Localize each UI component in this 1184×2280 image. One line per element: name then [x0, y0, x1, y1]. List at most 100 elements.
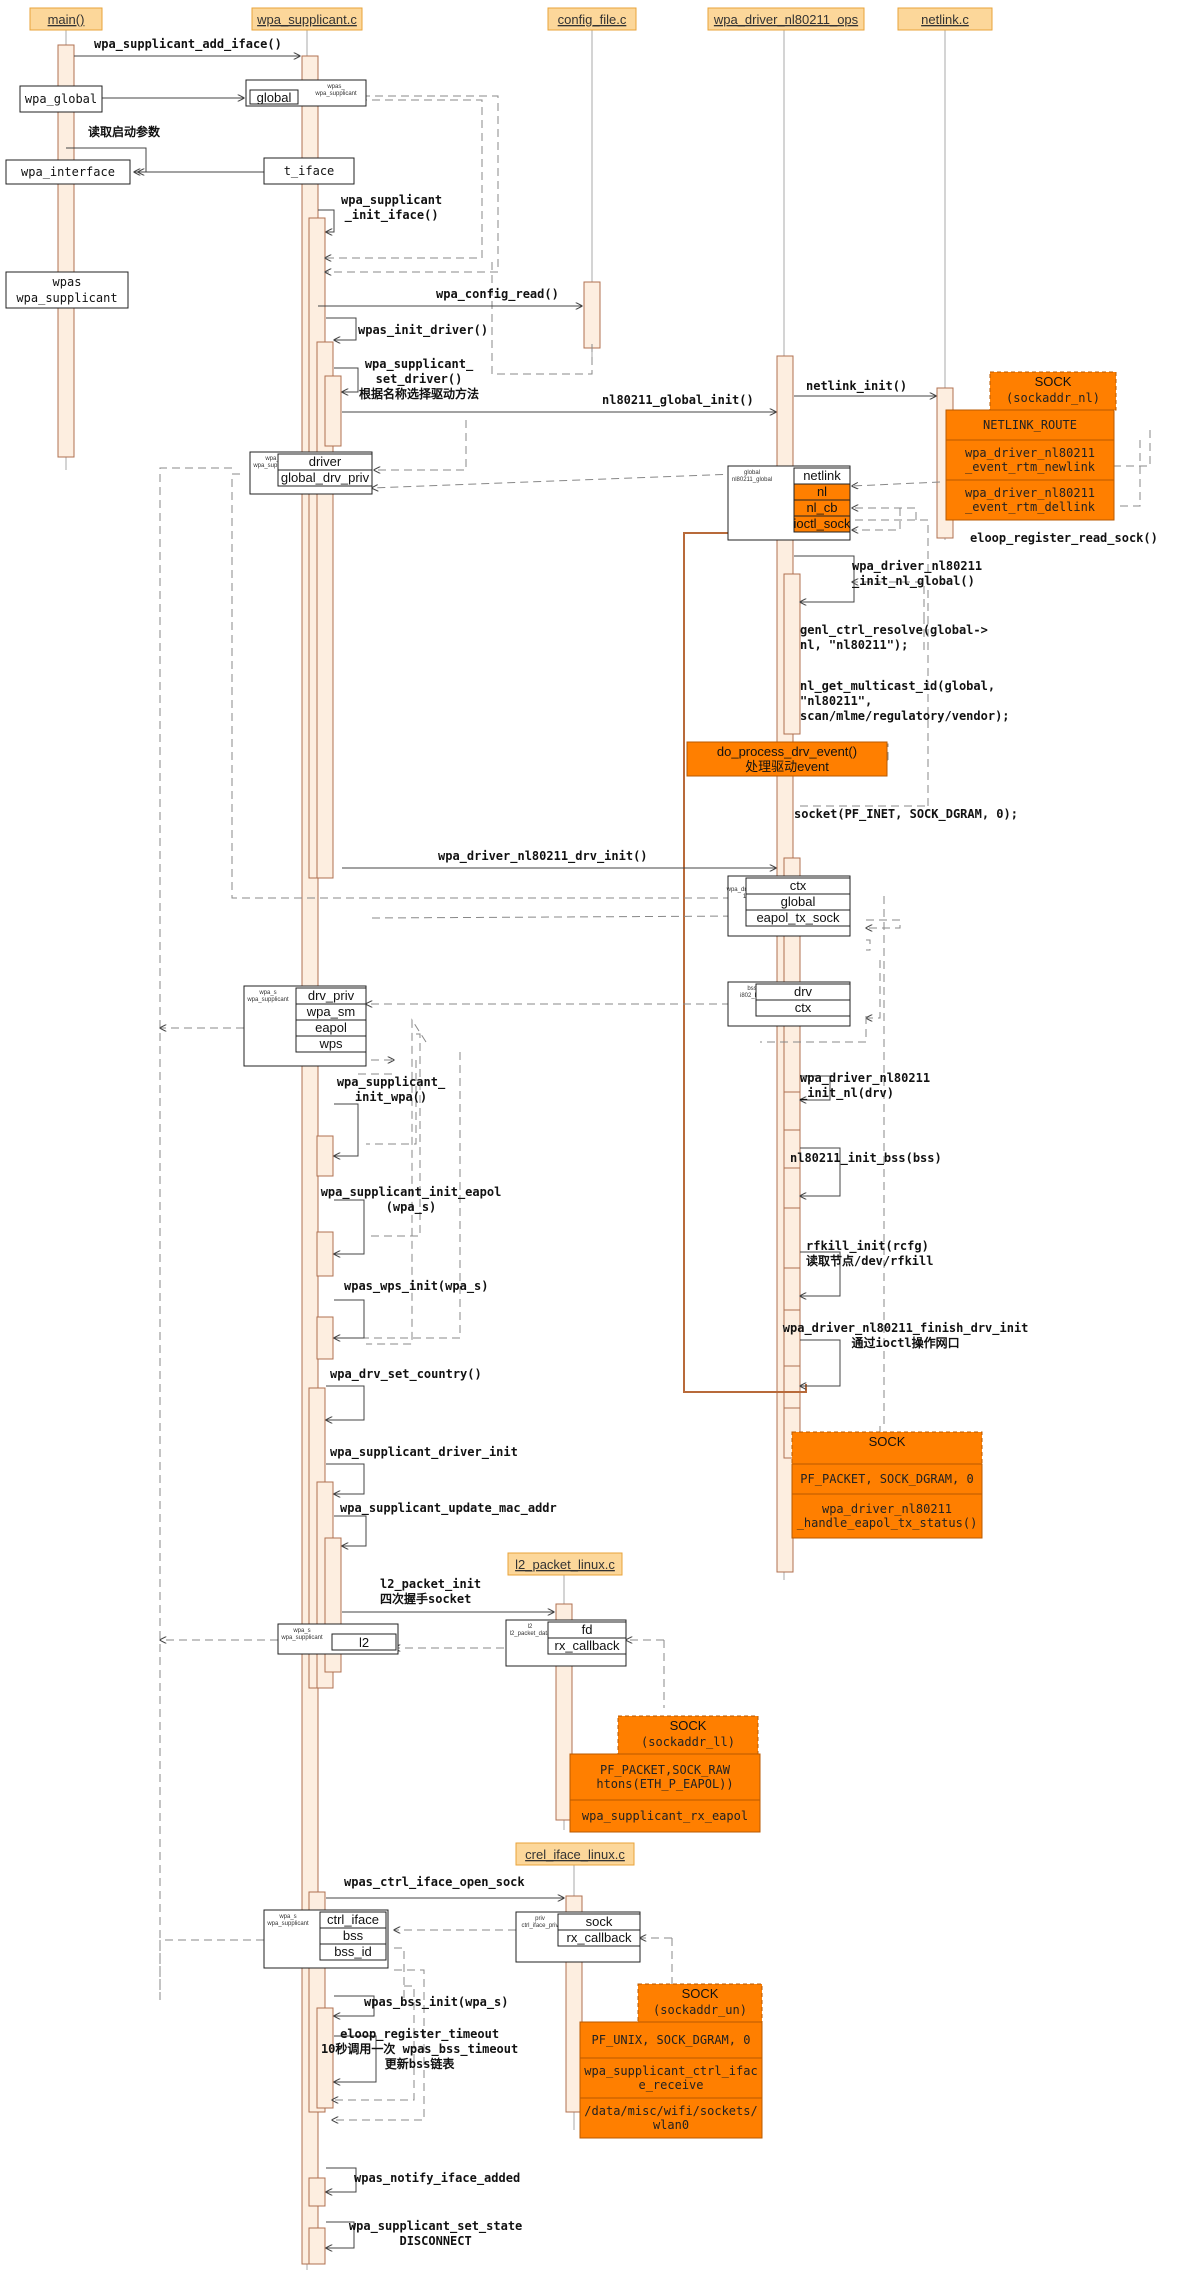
message-m3-line: wpa_supplicant — [341, 193, 442, 208]
box-wpa-global-label: wpa_global — [25, 92, 97, 106]
message-m18: wpa_drv_set_country() — [330, 1367, 482, 1382]
message-m4: wpa_config_read() — [436, 287, 559, 302]
box-drv-field-ctx: ctx — [790, 878, 807, 893]
message-m4-line: wpa_config_read() — [436, 287, 559, 302]
socket-s3-row: htons(ETH_P_EAPOL)) — [596, 1777, 733, 1791]
box-drv-field-eapol_tx_sock: eapol_tx_sock — [756, 910, 840, 925]
box-wpas-label: wpas — [53, 275, 82, 289]
message-m21-line: wpa_driver_nl80211 — [800, 1071, 930, 1086]
socket-s1-row: wpa_driver_nl80211 — [965, 446, 1095, 460]
box-wpa-interface-label: wpa_interface — [21, 165, 115, 179]
activation-wpas-set-state — [308, 2227, 326, 2265]
activation-config-read — [583, 281, 601, 349]
socket-s3-row: wpa_supplicant_rx_eapol — [582, 1809, 748, 1823]
message-m28-line: 10秒调用一次 wpas_bss_timeout — [321, 2041, 518, 2057]
activation-bars — [57, 44, 954, 2265]
socket-s4-title: SOCK — [682, 1986, 719, 2001]
message-m24: wpa_driver_nl80211_finish_drv_init通过ioct… — [783, 1321, 1029, 1350]
message-m14-line: wpa_driver_nl80211_drv_init() — [438, 849, 648, 864]
socket-s3-sub: (sockaddr_ll) — [641, 1735, 735, 1749]
message-m17: wpas_wps_init(wpa_s) — [344, 1279, 489, 1294]
socket-s4-row: wpa_supplicant_ctrl_ifac — [584, 2064, 757, 2078]
socket-s4-sub: (sockaddr_un) — [653, 2003, 747, 2017]
box-global-small-tag: wpa_supplicant — [314, 91, 357, 97]
message-m20-line: wpa_supplicant_update_mac_addr — [340, 1501, 557, 1516]
message-m11-line: nl, "nl80211"); — [800, 638, 908, 652]
process-drv-event-label: do_process_drv_event() — [717, 744, 857, 759]
message-m6-line: 根据名称选择驱动方法 — [359, 386, 479, 401]
participant-main-label: main() — [48, 12, 85, 27]
message-m12: nl_get_multicast_id(global,"nl80211",sca… — [800, 679, 1010, 723]
box-bss-tag: i802_bss — [740, 993, 764, 999]
message-m24-line: 通过ioctl操作网口 — [852, 1335, 960, 1350]
activation-nl80211-init-nl — [783, 1091, 801, 1131]
box-t-iface: t_iface — [263, 157, 355, 185]
message-m13-line: socket(PF_INET, SOCK_DGRAM, 0); — [794, 807, 1018, 822]
message-labels: wpa_supplicant_add_iface()读取启动参数wpa_supp… — [88, 37, 1158, 2248]
activation-nl80211-rfkill — [783, 1267, 801, 1311]
message-m29-line: wpas_notify_iface_added — [354, 2171, 520, 2186]
message-m12-line: nl_get_multicast_id(global, — [800, 679, 995, 694]
message-m20: wpa_supplicant_update_mac_addr — [340, 1501, 557, 1516]
box-priv-tag: priv — [535, 1916, 545, 1922]
box-drv-priv-field-wps: wps — [318, 1036, 343, 1051]
box-wpas-wpa-supplicant: wpas wpa_supplicant — [5, 271, 129, 309]
message-m7: nl80211_global_init() — [602, 393, 754, 408]
socket-s3-title: SOCK — [670, 1718, 707, 1733]
participant-wpa-supplicant-label: wpa_supplicant.c — [256, 12, 357, 27]
box-driver-tag: wpa_supplicant — [252, 463, 295, 469]
message-m16: wpa_supplicant_init_eapol(wpa_s) — [321, 1185, 502, 1215]
message-m28-line: 更新bss链表 — [385, 2056, 456, 2071]
box-ctrl-wpas-field-bss: bss — [343, 1928, 364, 1943]
box-t-iface-label: t_iface — [284, 164, 335, 178]
message-m21-line: _init_nl(drv) — [800, 1086, 894, 1101]
participant-config-file-label: config_file.c — [558, 12, 627, 27]
message-m10-line: _init_nl_global() — [852, 574, 975, 589]
message-m27: wpas_bss_init(wpa_s) — [364, 1995, 509, 2010]
box-drv-priv-tag: wpa_supplicant — [246, 997, 289, 1003]
socket-s4-row: e_receive — [638, 2078, 703, 2092]
socket-s1-row: NETLINK_ROUTE — [983, 418, 1077, 432]
socket-s2-title: SOCK — [869, 1434, 906, 1449]
box-nl80211-global-tag: global — [744, 470, 760, 476]
message-m1-line: wpa_supplicant_add_iface() — [94, 37, 282, 52]
box-ctrl-wpas-field-bss_id: bss_id — [334, 1944, 372, 1959]
call-arrows — [66, 56, 936, 2248]
box-wpas-sub: wpa_supplicant — [16, 291, 117, 305]
message-m3-line: _init_iface() — [345, 208, 439, 223]
box-nl80211-global-field-netlink: netlink — [803, 468, 841, 483]
socket-s4: SOCK(sockaddr_un)PF_UNIX, SOCK_DGRAM, 0w… — [579, 1983, 763, 2139]
box-priv-field-rx_callback: rx_callback — [566, 1930, 632, 1945]
box-drv: drvwpa_driver_nl80211_datactxglobaleapol… — [726, 875, 851, 937]
participant-nl80211-ops-label: wpa_driver_nl80211_ops — [713, 12, 859, 27]
message-m7-line: nl80211_global_init() — [602, 393, 754, 408]
message-m6-line: set_driver() — [376, 372, 463, 387]
box-drv-priv-field-drv_priv: drv_priv — [308, 988, 355, 1003]
box-priv-tag: ctrl_iface_priv — [521, 1923, 558, 1929]
message-m25-line: 四次握手socket — [380, 1591, 471, 1606]
message-m30-line: DISCONNECT — [399, 2234, 471, 2248]
box-l2-wpas-tag: wpa_supplicant — [280, 1635, 323, 1641]
box-nl80211-global-field-nl_cb: nl_cb — [806, 500, 837, 515]
socket-s1-title: SOCK — [1035, 374, 1072, 389]
box-wpa-interface: wpa_interface — [5, 159, 131, 185]
message-m25-line: l2_packet_init — [380, 1577, 481, 1592]
message-m6: wpa_supplicant_set_driver()根据名称选择驱动方法 — [359, 357, 479, 401]
box-l2-field-fd: fd — [582, 1622, 593, 1637]
message-m5-line: wpas_init_driver() — [358, 323, 488, 338]
message-m21: wpa_driver_nl80211_init_nl(drv) — [800, 1071, 930, 1101]
box-nl80211-global-tag: nl80211_global — [732, 477, 772, 483]
message-m26-line: wpas_ctrl_iface_open_sock — [344, 1875, 525, 1890]
message-m19-line: wpa_supplicant_driver_init — [330, 1445, 518, 1460]
box-drv-field-global: global — [781, 894, 816, 909]
box-ctrl-wpas-tag: wpa_supplicant — [266, 1921, 309, 1927]
box-bss-field-ctx: ctx — [795, 1000, 812, 1015]
message-m16-line: wpa_supplicant_init_eapol — [321, 1185, 502, 1200]
message-m19: wpa_supplicant_driver_init — [330, 1445, 518, 1460]
